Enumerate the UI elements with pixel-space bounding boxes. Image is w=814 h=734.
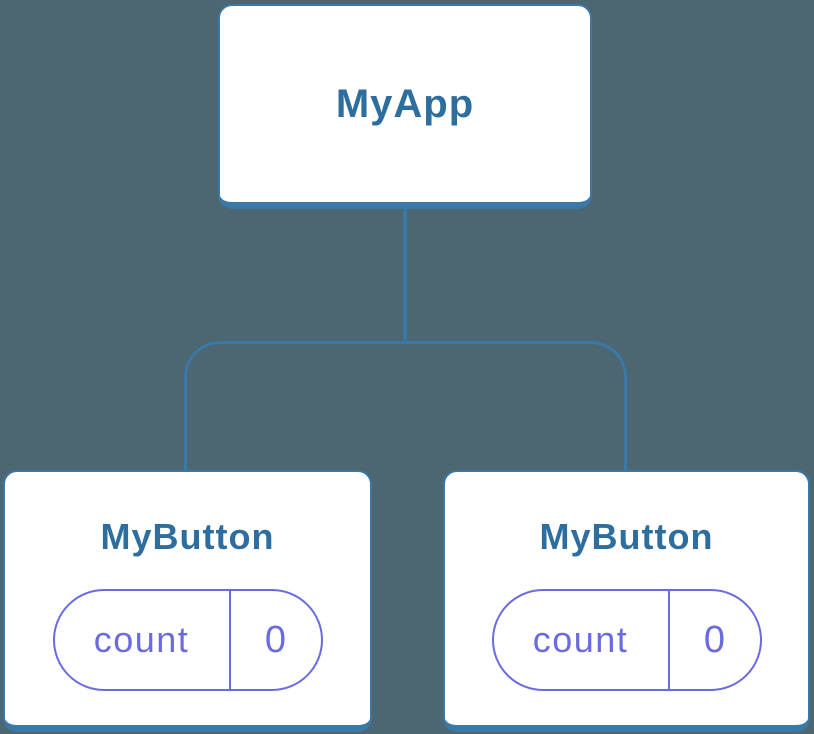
state-pill: count 0 [491, 589, 762, 691]
children-connector-bracket [184, 341, 627, 471]
state-value: 0 [264, 618, 287, 661]
child-node-mybutton-right: MyButton count 0 [443, 470, 810, 732]
child-node-label: MyButton [100, 516, 275, 557]
state-value: 0 [703, 618, 726, 661]
state-key-label: count [55, 591, 231, 689]
state-key-label: count [494, 591, 670, 689]
child-node-mybutton-left: MyButton count 0 [3, 470, 372, 732]
state-pill: count 0 [52, 589, 323, 691]
root-node-label: MyApp [335, 81, 475, 126]
root-connector-line [403, 208, 407, 342]
child-node-label: MyButton [539, 516, 714, 557]
root-node-myapp: MyApp [218, 4, 592, 209]
